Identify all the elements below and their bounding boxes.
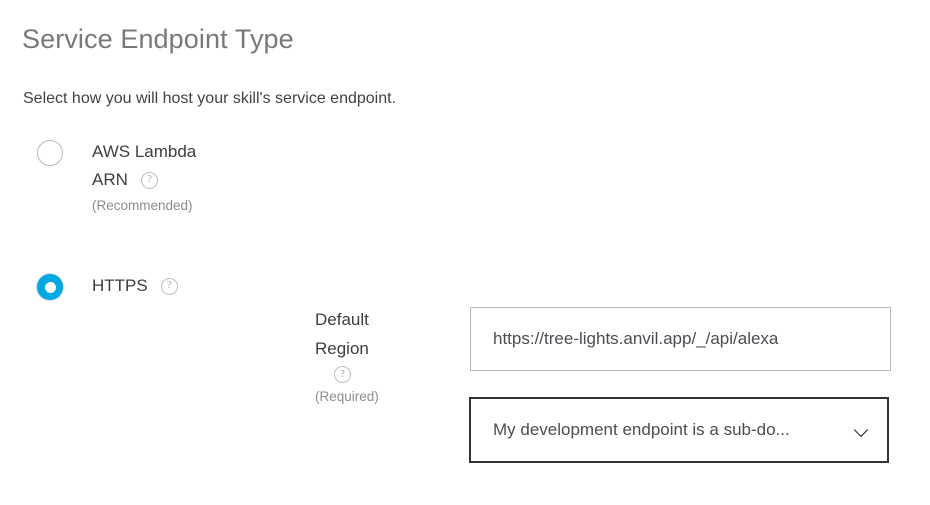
- radio-option-aws-lambda-arn[interactable]: AWS Lambda ARN ? (Recommended): [0, 138, 930, 217]
- question-mark-icon[interactable]: ?: [140, 171, 158, 189]
- radio-label-line-1: AWS Lambda: [92, 138, 196, 166]
- chevron-down-icon[interactable]: [855, 423, 869, 437]
- radio-label-line-2: ARN ?: [92, 166, 196, 194]
- radio-sublabel-recommended: (Recommended): [92, 198, 193, 213]
- page-title: Service Endpoint Type: [22, 24, 294, 54]
- radio-button-aws-lambda-arn[interactable]: [37, 140, 63, 166]
- page-subtitle: Select how you will host your skill's se…: [23, 90, 396, 107]
- default-region-label-block: Default Region ? (Required): [315, 305, 455, 407]
- question-mark-icon[interactable]: ?: [160, 277, 178, 295]
- radio-label-aws-lambda-arn-line2: ARN: [92, 170, 128, 189]
- endpoint-type-radio-group: AWS Lambda ARN ? (Recommended) HTTPS ?: [0, 138, 930, 300]
- radio-button-https[interactable]: [37, 274, 63, 300]
- default-region-label-line2: Region: [315, 339, 369, 358]
- default-region-url-input[interactable]: [470, 307, 891, 371]
- radio-labels-https: HTTPS ?: [92, 272, 178, 300]
- default-region-label-line1: Default: [315, 310, 369, 329]
- radio-labels-aws-lambda-arn: AWS Lambda ARN ? (Recommended): [92, 138, 196, 217]
- radio-option-https[interactable]: HTTPS ?: [0, 272, 930, 300]
- question-mark-icon[interactable]: ?: [334, 366, 351, 383]
- required-note: (Required): [315, 389, 379, 404]
- ssl-certificate-select[interactable]: My development endpoint is a sub-do...: [469, 397, 889, 463]
- radio-label-https: HTTPS: [92, 276, 148, 295]
- radio-label-aws-lambda-arn-line1: AWS Lambda: [92, 142, 197, 161]
- ssl-certificate-selected-value: My development endpoint is a sub-do...: [493, 420, 790, 439]
- radio-label-line-1: HTTPS ?: [92, 272, 178, 300]
